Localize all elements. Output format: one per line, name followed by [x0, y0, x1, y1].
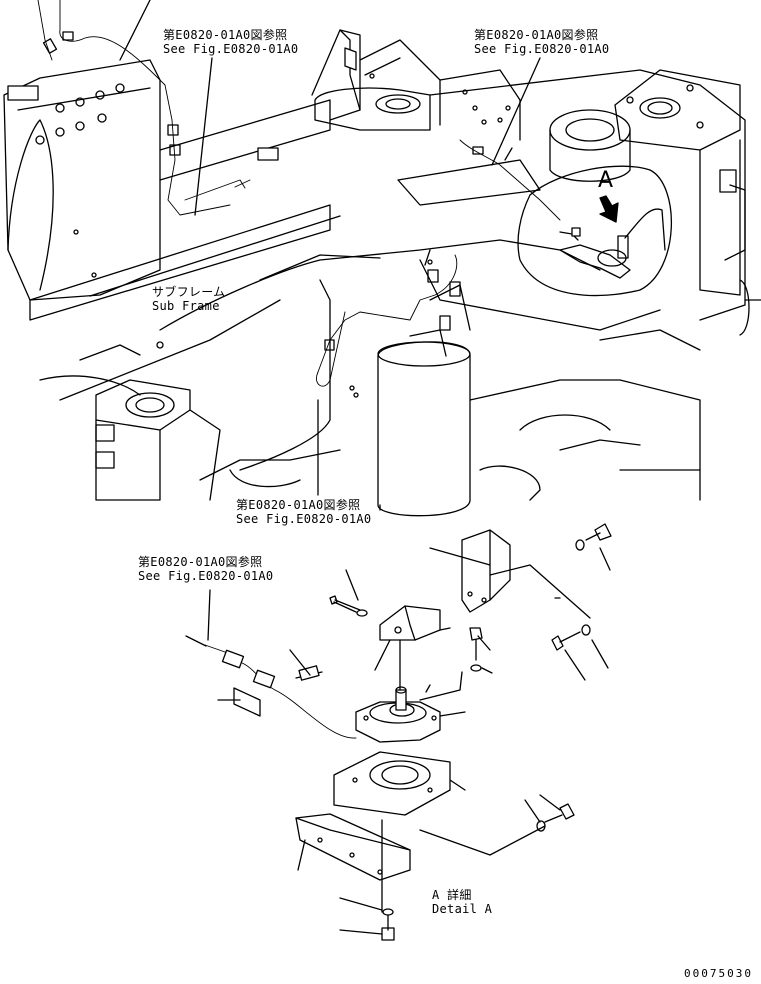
- reference-label-1-en: See Fig.E0820-01A0: [163, 42, 299, 56]
- catalog-number: 00075030: [684, 967, 753, 980]
- detail-a-label: A 詳細 Detail A: [432, 888, 492, 916]
- detail-a-assembly: [185, 523, 612, 941]
- leader-lines-upper: [119, 0, 541, 496]
- reference-label-3-en: See Fig.E0820-01A0: [236, 512, 372, 526]
- leader-lines-lower: [207, 547, 611, 935]
- sub-frame-label: サブフレーム Sub Frame: [152, 285, 225, 313]
- reference-label-2-ja: 第E0820-01A0図参照: [474, 28, 599, 42]
- reference-label-4: 第E0820-01A0図参照 See Fig.E0820-01A0: [138, 555, 273, 583]
- reference-label-2-en: See Fig.E0820-01A0: [474, 42, 610, 56]
- detail-a-label-en: Detail A: [432, 902, 493, 916]
- detail-a-label-ja: A 詳細: [432, 888, 472, 902]
- reference-label-1: 第E0820-01A0図参照 See Fig.E0820-01A0: [163, 28, 298, 56]
- reference-label-2: 第E0820-01A0図参照 See Fig.E0820-01A0: [474, 28, 609, 56]
- detail-a-marker: A: [598, 168, 614, 193]
- wire-harness: [37, 0, 561, 398]
- detail-a-arrow: [599, 195, 619, 223]
- sub-frame-label-ja: サブフレーム: [152, 285, 226, 299]
- reference-label-1-ja: 第E0820-01A0図参照: [163, 28, 288, 42]
- reference-label-4-en: See Fig.E0820-01A0: [138, 569, 274, 583]
- reference-label-3: 第E0820-01A0図参照 See Fig.E0820-01A0: [236, 498, 371, 526]
- frame-assembly: [3, 29, 761, 517]
- sub-frame-label-en: Sub Frame: [152, 299, 220, 313]
- reference-label-3-ja: 第E0820-01A0図参照: [236, 498, 361, 512]
- reference-label-4-ja: 第E0820-01A0図参照: [138, 555, 263, 569]
